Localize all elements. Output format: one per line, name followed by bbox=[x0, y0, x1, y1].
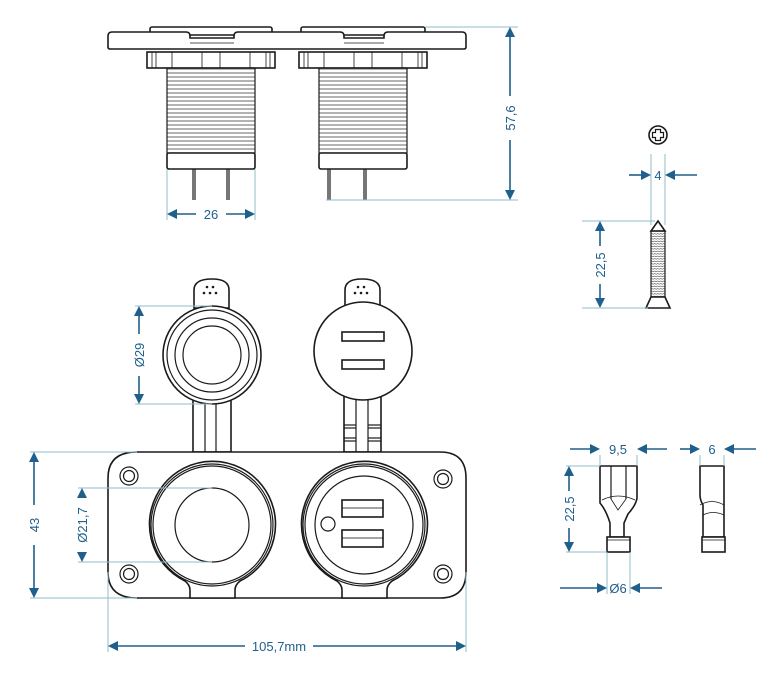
mounting-hole-top-left bbox=[119, 466, 139, 486]
lighter-socket-cap bbox=[162, 278, 262, 453]
side-socket-right bbox=[298, 51, 428, 200]
dimension-panel-height: 43 bbox=[27, 451, 137, 599]
label-terminal-width: 9,5 bbox=[609, 442, 627, 457]
dimension-screw-length: 22,5 bbox=[582, 220, 655, 309]
dimension-terminal-width: 9,5 bbox=[570, 442, 667, 466]
label-panel-width: 105,7mm bbox=[252, 639, 306, 654]
dimension-socket-opening: Ø21,7 bbox=[75, 487, 212, 563]
dimension-cap-diameter: Ø29 bbox=[132, 305, 212, 405]
side-view: 26 57,6 bbox=[107, 26, 518, 222]
dimension-socket-width: 26 bbox=[166, 169, 256, 222]
usb-port-icon bbox=[341, 529, 384, 548]
usb-charger-cap bbox=[313, 278, 413, 453]
label-screw-length: 22,5 bbox=[593, 252, 608, 277]
side-flange bbox=[107, 26, 467, 50]
phillips-cross-icon bbox=[648, 125, 668, 145]
dimension-overall-height: 57,6 bbox=[326, 26, 518, 201]
label-cap-diameter: Ø29 bbox=[132, 343, 147, 368]
side-socket-left bbox=[146, 51, 276, 200]
usb-port-icon bbox=[341, 499, 384, 518]
label-terminal-side-width: 6 bbox=[708, 442, 715, 457]
led-indicator-icon bbox=[320, 516, 336, 532]
mounting-hole-bottom-right bbox=[433, 564, 453, 584]
mounting-screw: 4 22,5 bbox=[582, 125, 697, 309]
dimension-terminal-side-width: 6 bbox=[680, 442, 756, 466]
label-panel-height: 43 bbox=[27, 518, 42, 532]
label-socket-width: 26 bbox=[204, 207, 218, 222]
mounting-hole-bottom-left bbox=[119, 564, 139, 584]
label-socket-opening: Ø21,7 bbox=[75, 507, 90, 542]
spade-terminal-front bbox=[599, 465, 638, 553]
usb-charger bbox=[300, 460, 429, 599]
dimension-terminal-sleeve: Ø6 bbox=[560, 552, 662, 596]
label-terminal-length: 22,5 bbox=[562, 496, 577, 521]
label-overall-height: 57,6 bbox=[503, 105, 518, 130]
lighter-socket bbox=[148, 460, 277, 599]
dimension-screw-diameter: 4 bbox=[629, 168, 697, 183]
label-terminal-sleeve: Ø6 bbox=[609, 581, 626, 596]
front-panel: 43 Ø21,7 105,7mm bbox=[27, 451, 467, 654]
label-screw-diameter: 4 bbox=[654, 168, 661, 183]
mounting-hole-top-right bbox=[433, 469, 453, 489]
spade-terminal-side bbox=[699, 465, 726, 553]
dimension-panel-width: 105,7mm bbox=[107, 572, 467, 654]
dimension-terminal-length: 22,5 bbox=[562, 465, 607, 553]
